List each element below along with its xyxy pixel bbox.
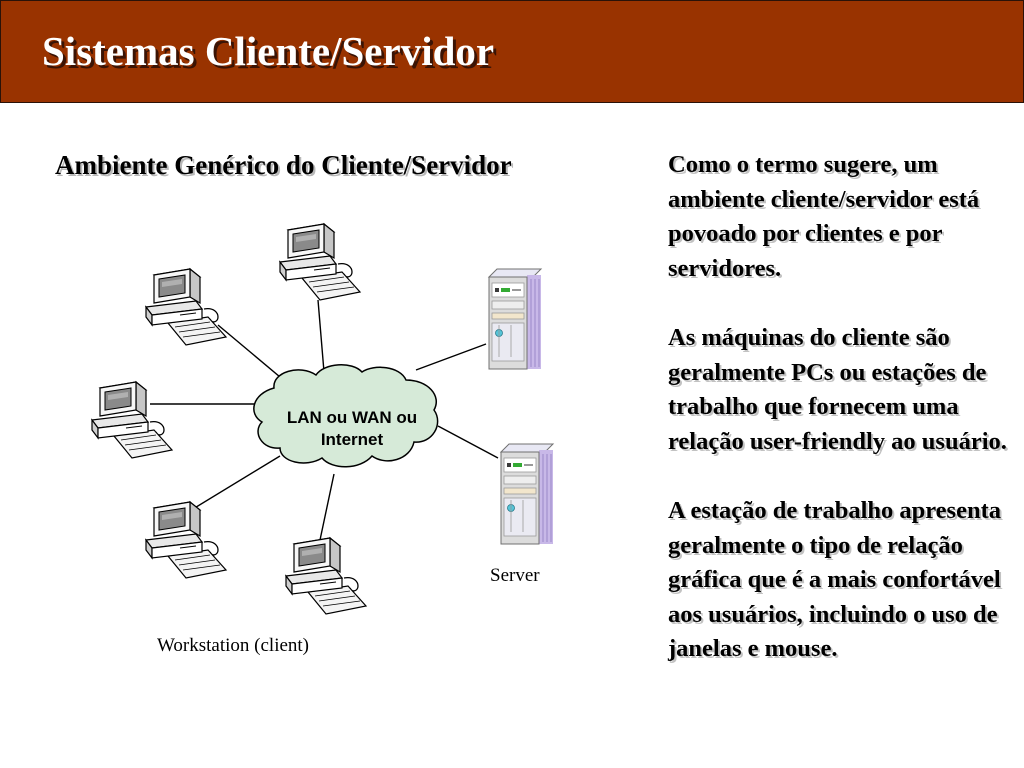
workstation-label: Workstation (client) bbox=[157, 635, 310, 656]
network-label: LAN ou WAN ou Internet bbox=[262, 407, 442, 451]
network-links bbox=[150, 299, 499, 541]
workstation-icon bbox=[285, 537, 367, 615]
workstation-icon bbox=[91, 381, 173, 459]
description-text: Como o termo sugere, um ambiente cliente… bbox=[668, 148, 1018, 702]
server-label: Server bbox=[490, 565, 540, 586]
diagram-heading: Ambiente Genérico do Cliente/Servidor bbox=[55, 150, 512, 180]
network-label-line1: LAN ou WAN ou bbox=[286, 408, 418, 427]
server-icon bbox=[500, 443, 554, 545]
paragraph-1: Como o termo sugere, um ambiente cliente… bbox=[668, 151, 980, 282]
network-cloud-icon bbox=[253, 364, 439, 468]
title-bar: Sistemas Cliente/Servidor bbox=[0, 0, 1024, 103]
server-icon bbox=[488, 268, 542, 370]
paragraph-3: A estação de trabalho apresenta geralmen… bbox=[668, 497, 1001, 662]
workstation-icon bbox=[279, 223, 361, 301]
workstation-icon bbox=[145, 501, 227, 579]
workstation-icon bbox=[145, 268, 227, 346]
paragraph-2: As máquinas do cliente são geralmente PC… bbox=[668, 324, 1007, 455]
network-label-line2: Internet bbox=[320, 430, 384, 449]
slide-title: Sistemas Cliente/Servidor bbox=[42, 28, 495, 74]
